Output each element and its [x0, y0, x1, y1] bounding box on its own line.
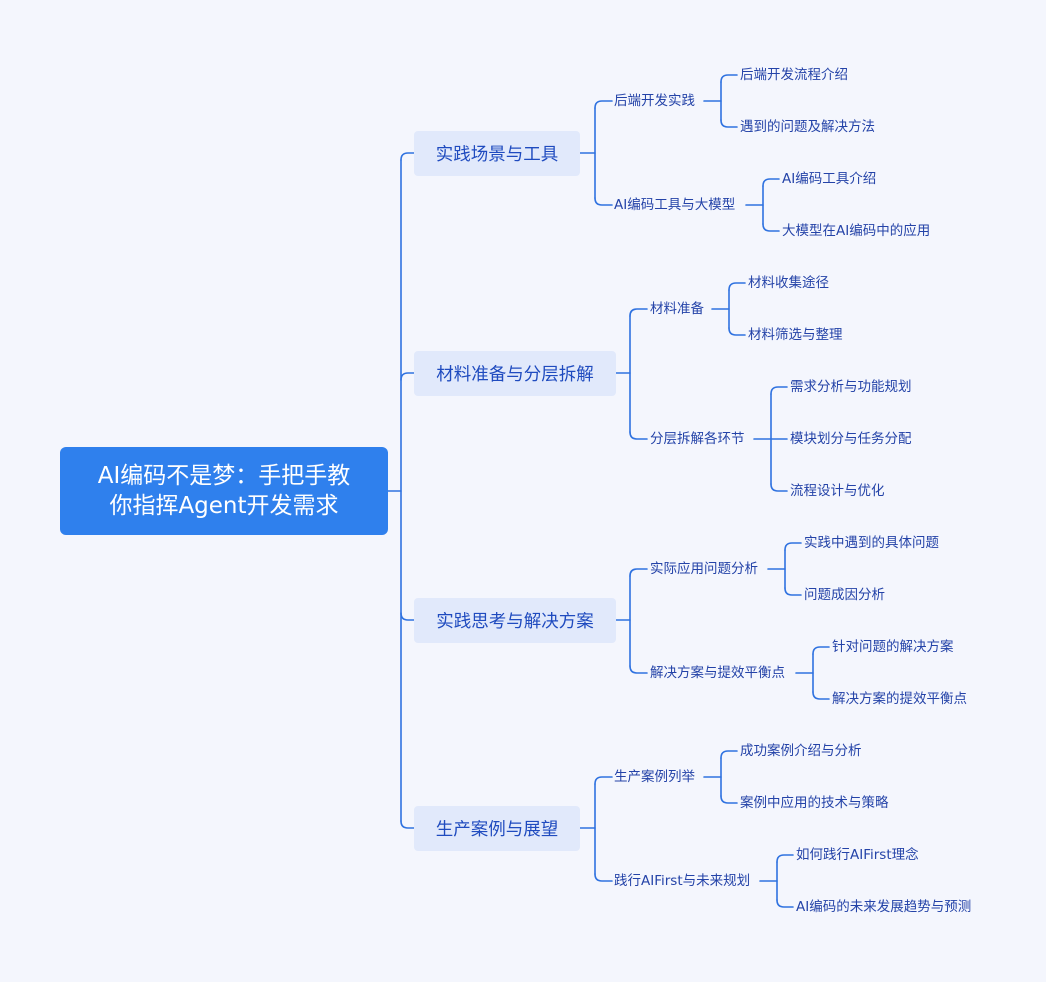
leaf-node[interactable]: 问题成因分析 [804, 587, 885, 603]
branch-0-connector-link [594, 100, 613, 109]
sub-2-1-connector-link [812, 691, 830, 700]
sub-3-0-connector-link [720, 795, 738, 804]
sub-1-1-connector-link [770, 483, 788, 492]
sub-2-0-connector-link [784, 587, 802, 596]
leaf-node[interactable]: 材料收集途径 [748, 275, 829, 291]
leaf-node[interactable]: 需求分析与功能规划 [790, 379, 912, 395]
sub-node-ai-tools-models[interactable]: AI编码工具与大模型 [614, 197, 736, 213]
sub-3-0-connector-link [720, 750, 738, 759]
branch-node-practice-tools[interactable]: 实践场景与工具 [414, 131, 580, 176]
sub-3-1-connector-link [776, 854, 794, 863]
branch-2-connector-link [629, 568, 648, 577]
leaf-node[interactable]: 实践中遇到的具体问题 [804, 535, 939, 551]
sub-node-backend-practice[interactable]: 后端开发实践 [614, 93, 695, 109]
leaf-node[interactable]: 案例中应用的技术与策略 [740, 795, 889, 811]
branch-3-connector-link [594, 776, 613, 785]
branch-node-cases-outlook[interactable]: 生产案例与展望 [414, 806, 580, 851]
root-connector-link [400, 372, 415, 381]
leaf-node[interactable]: 材料筛选与整理 [748, 327, 843, 343]
leaf-node[interactable]: 后端开发流程介绍 [740, 67, 848, 83]
root-node[interactable]: AI编码不是梦：手把手教 你指挥Agent开发需求 [60, 447, 388, 535]
root-connector-link [400, 612, 415, 621]
root-connector-link [400, 820, 415, 829]
sub-0-0-connector-link [720, 74, 738, 83]
branch-1-connector-link [629, 431, 648, 440]
leaf-node[interactable]: 如何践行AIFirst理念 [796, 847, 919, 863]
branch-node-materials-decomposition[interactable]: 材料准备与分层拆解 [414, 351, 616, 396]
sub-node-layered-decomposition[interactable]: 分层拆解各环节 [650, 431, 745, 447]
leaf-node[interactable]: 大模型在AI编码中的应用 [782, 223, 931, 239]
sub-1-0-connector-link [728, 282, 746, 291]
leaf-node[interactable]: 成功案例介绍与分析 [740, 743, 862, 759]
branch-2-connector-link [629, 665, 648, 674]
leaf-node[interactable]: AI编码的未来发展趋势与预测 [796, 899, 972, 915]
leaf-node[interactable]: 模块划分与任务分配 [790, 431, 912, 447]
sub-1-1-connector-link [770, 386, 788, 395]
sub-0-0-connector-link [720, 119, 738, 128]
sub-node-solutions-balance[interactable]: 解决方案与提效平衡点 [650, 665, 785, 681]
root-title-line-2: 你指挥Agent开发需求 [109, 493, 339, 519]
root-connector-link [400, 152, 415, 161]
leaf-node[interactable]: 针对问题的解决方案 [832, 639, 954, 655]
sub-1-0-connector-link [728, 327, 746, 336]
sub-node-problem-analysis[interactable]: 实际应用问题分析 [650, 561, 758, 577]
sub-node-material-prep[interactable]: 材料准备 [650, 301, 704, 317]
root-title-line-1: AI编码不是梦：手把手教 [97, 463, 351, 489]
leaf-node[interactable]: 解决方案的提效平衡点 [832, 691, 967, 707]
branch-0-connector-link [594, 197, 613, 206]
sub-node-aifirst-future[interactable]: 践行AIFirst与未来规划 [614, 873, 751, 889]
sub-3-1-connector-link [776, 899, 794, 908]
leaf-node[interactable]: AI编码工具介绍 [782, 171, 877, 187]
branch-1-connector-link [629, 308, 648, 317]
sub-node-production-cases[interactable]: 生产案例列举 [614, 769, 695, 785]
sub-2-1-connector-link [812, 646, 830, 655]
leaf-node[interactable]: 遇到的问题及解决方法 [740, 119, 875, 135]
branch-3-connector-link [594, 873, 613, 882]
branch-node-reflection-solutions[interactable]: 实践思考与解决方案 [414, 598, 616, 643]
leaf-node[interactable]: 流程设计与优化 [790, 483, 885, 499]
sub-2-0-connector-link [784, 542, 802, 551]
sub-0-1-connector-link [762, 178, 780, 187]
sub-0-1-connector-link [762, 223, 780, 232]
